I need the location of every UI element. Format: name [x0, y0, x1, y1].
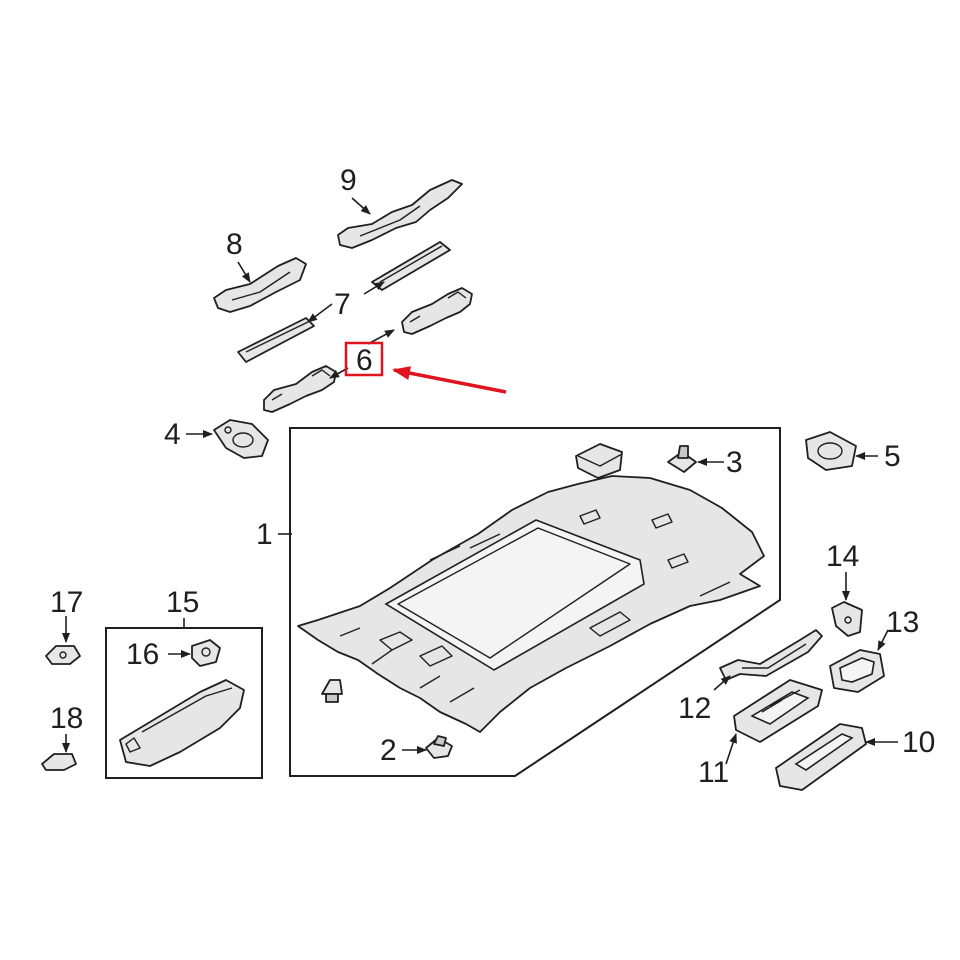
part-3-clip [667, 445, 697, 473]
headliner-frame [289, 427, 781, 777]
part-18-clip [41, 753, 77, 771]
part-6-grab-handle-lower [263, 365, 337, 413]
callout-2: 2 [380, 734, 397, 767]
part-6-grab-handle-upper [401, 287, 473, 335]
headliner-clip [321, 679, 343, 703]
callout-12: 12 [678, 692, 711, 725]
callout-11: 11 [698, 756, 729, 789]
headliner-pad [575, 443, 623, 479]
sun-visor [119, 679, 245, 767]
part-17-clip [45, 645, 81, 665]
part-4-bracket [213, 419, 269, 459]
part-13-lamp [829, 649, 885, 693]
visor-frame [105, 627, 263, 779]
part-11-console [733, 679, 823, 743]
part-5-pad [805, 431, 857, 471]
callout-9: 9 [340, 164, 357, 197]
part-2-clip [425, 735, 453, 759]
highlight-box [344, 341, 384, 377]
highlight-arrow [392, 366, 507, 394]
part-12-bracket [719, 629, 823, 681]
callout-labels: 9 8 7 6 4 5 3 1 2 14 13 12 11 10 15 16 1… [50, 164, 935, 789]
leader-lines [62, 197, 898, 765]
part-8-bracket [213, 257, 307, 313]
callout-8: 8 [226, 228, 243, 261]
part-7-strip-lower [237, 317, 315, 363]
callout-15: 15 [166, 586, 199, 619]
callout-13: 13 [886, 606, 919, 639]
callout-7: 7 [334, 288, 351, 321]
callout-3: 3 [726, 446, 743, 479]
part-9-reinforcement [337, 179, 463, 249]
callout-18: 18 [50, 702, 83, 735]
callout-1: 1 [256, 518, 273, 551]
part-1-headliner [297, 475, 765, 733]
callout-16: 16 [126, 638, 159, 671]
part-16-clip [191, 639, 221, 667]
callout-10: 10 [902, 726, 935, 759]
callout-6: 6 [356, 344, 373, 377]
callout-17: 17 [50, 586, 83, 619]
callout-5: 5 [884, 440, 901, 473]
callout-4: 4 [164, 418, 181, 451]
part-14-bracket [831, 601, 863, 637]
callout-14: 14 [826, 540, 859, 573]
part-10-lens [775, 723, 867, 791]
